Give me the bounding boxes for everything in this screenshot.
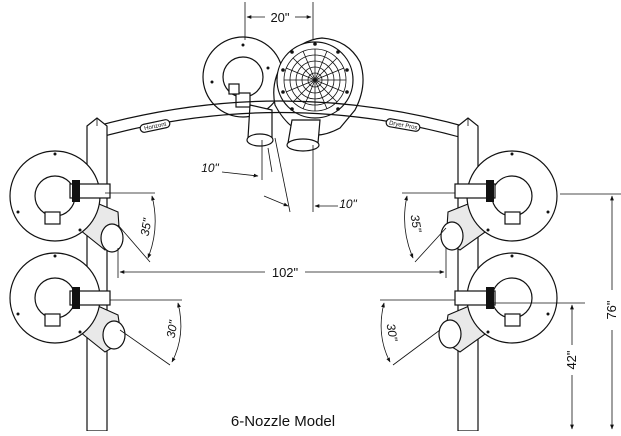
top-left-nozzle (202, 36, 284, 118)
dim-top-width-label: 20" (270, 10, 289, 25)
lower-right-nozzle (438, 252, 558, 353)
arch-right-label: Dryer Pros (389, 121, 418, 132)
dim-lower-left-angle (110, 299, 182, 366)
top-nozzle-outlets (246, 104, 321, 152)
dim-angle-right-label: 10" (339, 197, 357, 211)
dim-height-lower-label: 42" (564, 350, 579, 369)
dim-span-width (117, 248, 447, 278)
dim-height-lower (490, 302, 585, 430)
arch-beam (89, 100, 471, 141)
lower-left-nozzle (9, 252, 126, 353)
dim-angle-left-label: 10" (201, 161, 219, 175)
dim-upper-right-angle (402, 192, 455, 263)
dim-upper-left-angle (105, 192, 156, 263)
dim-top-width (244, 2, 314, 40)
dim-angle-upper-right-label: 35" (408, 213, 425, 233)
dim-angle-lower-left-label: 30" (164, 319, 181, 339)
dim-height-total-label: 76" (604, 300, 619, 319)
diagram-caption: 6-Nozzle Model (231, 413, 335, 430)
arch-left-label: Horizont (144, 122, 167, 133)
dim-lower-right-angle (380, 299, 455, 366)
upper-left-nozzle (9, 150, 124, 253)
dim-angle-upper-left-label: 35" (138, 217, 155, 237)
dim-span-width-label: 102" (272, 265, 299, 280)
dim-top-angles (221, 137, 338, 213)
dim-angle-lower-right-label: 30" (384, 322, 401, 343)
upper-right-nozzle (440, 150, 558, 251)
dim-height-total (560, 193, 621, 430)
top-right-nozzle (273, 37, 364, 136)
